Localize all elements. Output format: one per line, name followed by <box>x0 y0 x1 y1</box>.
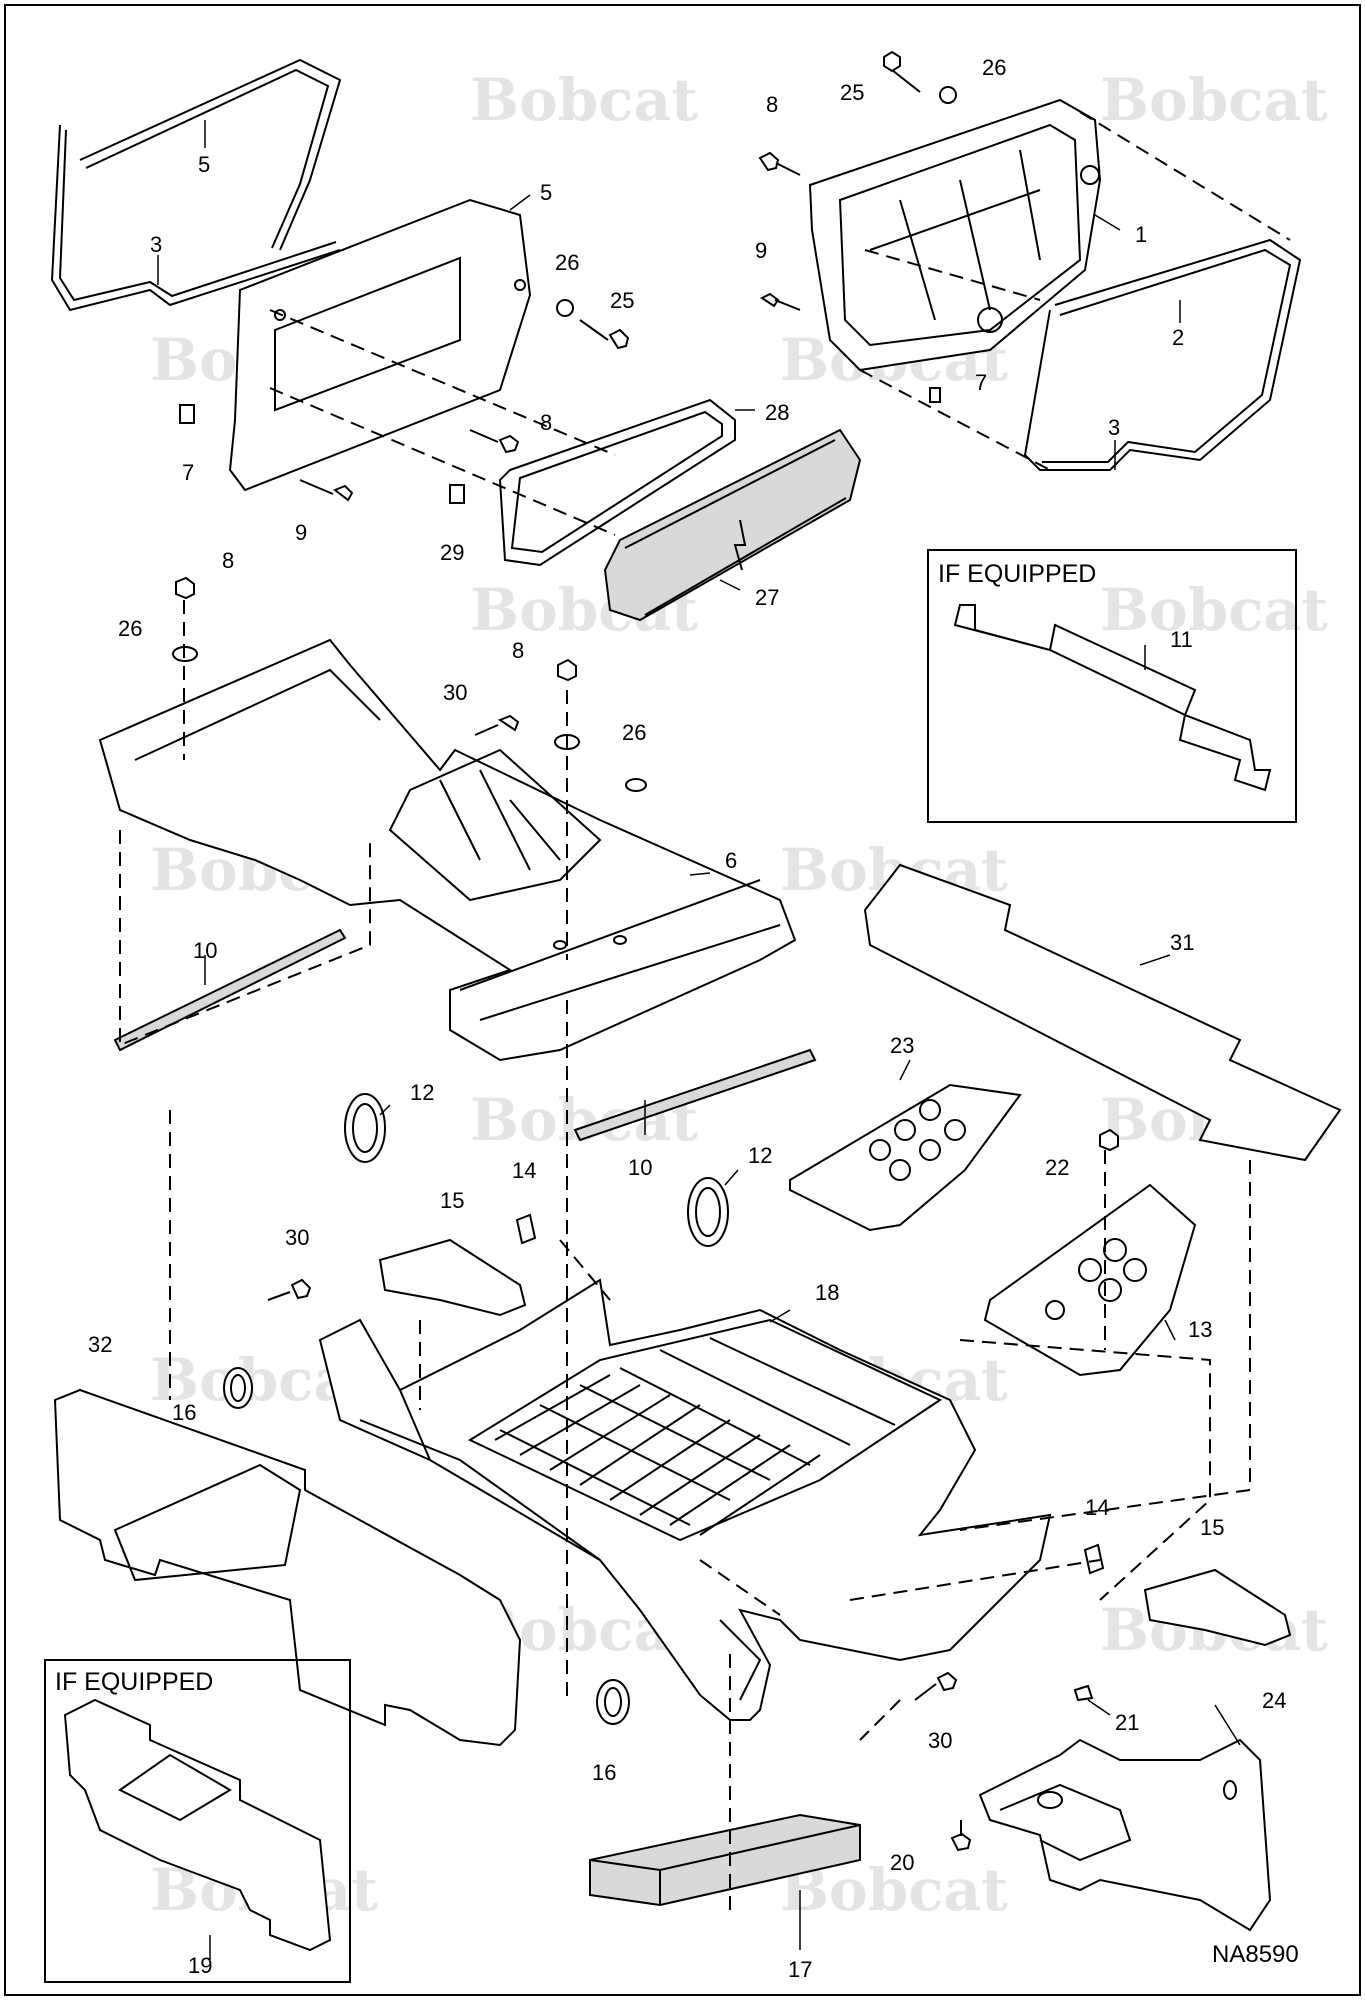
callout-10: 10 <box>628 1155 652 1180</box>
if-equipped-box-lower: IF EQUIPPED <box>44 1659 351 1983</box>
callout-8: 8 <box>512 638 524 663</box>
callout-15: 15 <box>1200 1515 1224 1540</box>
callout-16: 16 <box>172 1400 196 1425</box>
callout-3: 3 <box>1108 415 1120 440</box>
callout-25: 25 <box>610 288 634 313</box>
part-door-frame <box>808 98 1102 372</box>
callout-26: 26 <box>622 720 646 745</box>
part-strip <box>113 928 817 1142</box>
callout-21: 21 <box>1115 1710 1139 1735</box>
callout-14: 14 <box>1085 1495 1109 1520</box>
callout-14: 14 <box>512 1158 536 1183</box>
callout-30: 30 <box>443 680 467 705</box>
callout-6: 6 <box>725 848 737 873</box>
callout-9: 9 <box>295 520 307 545</box>
part-floor-plate <box>98 638 797 1062</box>
callout-8: 8 <box>540 410 552 435</box>
callout-30: 30 <box>928 1728 952 1753</box>
callout-9: 9 <box>755 238 767 263</box>
callout-28: 28 <box>765 400 789 425</box>
fasteners-lower <box>267 1278 1094 1852</box>
callout-19: 19 <box>188 1953 212 1978</box>
watermark: Bobcat <box>470 66 698 134</box>
part-pedal-23 <box>789 1083 1022 1232</box>
part-vent <box>344 1093 729 1247</box>
callout-13: 13 <box>1188 1317 1212 1342</box>
callout-4: 5 <box>198 152 210 177</box>
callout-26: 26 <box>118 616 142 641</box>
part-seal-top <box>79 58 342 251</box>
assembly-lines <box>119 111 1291 1910</box>
callout-17: 17 <box>788 1957 812 1982</box>
if-equipped-label: IF EQUIPPED <box>938 560 1096 588</box>
callout-8: 8 <box>222 548 234 573</box>
part-mount-bracket <box>978 1738 1272 1932</box>
part-pedal-13 <box>983 1128 1197 1377</box>
callout-25: 25 <box>840 80 864 105</box>
fasteners-upper <box>179 50 957 504</box>
watermark: Bobcat <box>1100 66 1328 134</box>
watermark: Bobcat <box>1100 576 1328 644</box>
callout-22: 22 <box>1045 1155 1069 1180</box>
part-grommet <box>223 1367 630 1725</box>
callout-7: 7 <box>975 370 987 395</box>
callout-15: 15 <box>440 1188 464 1213</box>
part-fuse-cover-seal <box>498 398 736 567</box>
callout-3: 3 <box>150 232 162 257</box>
callout-31: 31 <box>1170 930 1194 955</box>
callout-10: 10 <box>193 938 217 963</box>
callout-26: 26 <box>982 55 1006 80</box>
callout-2: 2 <box>1172 325 1184 350</box>
callout-30: 30 <box>285 1225 309 1250</box>
callout-1: 1 <box>1135 222 1147 247</box>
callout-18: 18 <box>815 1280 839 1305</box>
if-equipped-box-upper: IF EQUIPPED <box>927 549 1297 823</box>
leader-lines <box>157 120 1241 1960</box>
part-seal-right <box>1023 238 1302 471</box>
callout-12: 12 <box>748 1143 772 1168</box>
part-bracket <box>378 1213 1292 1647</box>
part-rear-plate <box>53 1388 522 1747</box>
part-floor-tub <box>318 1278 1052 1721</box>
callout-29: 29 <box>440 540 464 565</box>
callout-16: 16 <box>592 1760 616 1785</box>
callout-5: 5 <box>540 180 552 205</box>
drawing-number: NA8590 <box>1212 1941 1299 1968</box>
callout-20: 20 <box>890 1850 914 1875</box>
callout-23: 23 <box>890 1033 914 1058</box>
part-seal-left <box>50 124 341 312</box>
callout-24: 24 <box>1262 1688 1286 1713</box>
callout-27: 27 <box>755 585 779 610</box>
callout-8: 8 <box>766 92 778 117</box>
part-panel-31 <box>863 863 1342 1162</box>
callout-layer: 5 3 5 1 2 3 8 25 26 9 7 26 25 8 7 9 28 2… <box>88 55 1286 1982</box>
callout-32: 32 <box>88 1332 112 1357</box>
callout-11: 11 <box>1170 627 1193 652</box>
watermark: Bobcat <box>470 1086 698 1154</box>
diagram-frame <box>4 4 1361 1996</box>
part-fuse-cover <box>603 428 862 622</box>
callout-12: 12 <box>410 1080 434 1105</box>
if-equipped-label: IF EQUIPPED <box>55 1668 213 1696</box>
part-pad <box>589 1813 861 1907</box>
callout-7: 7 <box>182 460 194 485</box>
part-side-panel <box>228 198 532 492</box>
callout-26: 26 <box>555 250 579 275</box>
